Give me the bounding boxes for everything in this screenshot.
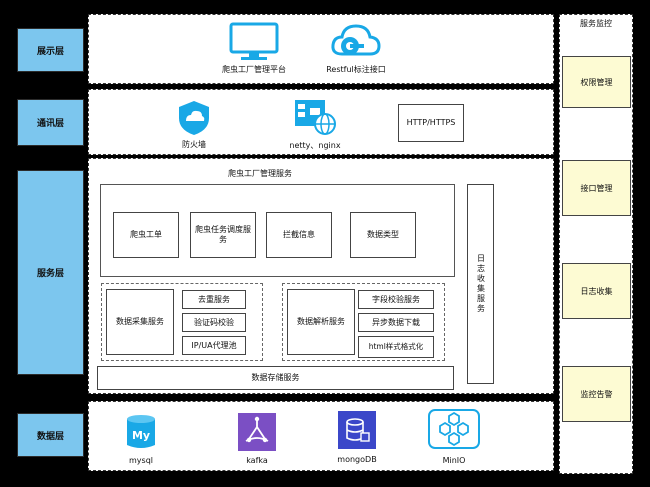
monitoring-alert-box: 监控告警 [562, 366, 631, 422]
cloud-api-icon [331, 24, 381, 56]
field-check-box: 字段校验服务 [358, 290, 434, 309]
network-globe-icon [295, 100, 336, 135]
firewall-shield-icon [179, 101, 209, 135]
data-storage-box: 数据存储服务 [97, 366, 454, 390]
restful-label: Restful标注接口 [326, 65, 386, 74]
monitor-title: 服务监控 [580, 19, 612, 28]
dedup-box: 去重服务 [182, 290, 246, 309]
mongodb-label: mongoDB [337, 455, 377, 464]
mysql-label: mysql [129, 456, 153, 465]
html-format-box: html样式格式化 [358, 336, 434, 358]
crawler-ticket-box: 爬虫工单 [113, 212, 179, 258]
minio-label: MinIO [442, 456, 466, 465]
http-box: HTTP/HTTPS [398, 104, 464, 142]
data-panel [88, 401, 554, 471]
task-scheduling-box: 爬虫任务调度服务 [190, 212, 256, 258]
management-service-title: 爬虫工厂管理服务 [228, 169, 292, 178]
crawler-platform-label: 爬虫工厂管理平台 [222, 65, 286, 74]
netty-label: netty、nginx [289, 141, 341, 150]
mongodb-icon [338, 411, 376, 449]
interface-management-box: 接口管理 [562, 160, 631, 216]
layer-service: 服务层 [17, 170, 84, 375]
permission-management-box: 权限管理 [562, 56, 631, 108]
svg-text:My: My [132, 429, 150, 442]
data-parsing-box: 数据解析服务 [287, 289, 355, 355]
log-collection-box: 日志收集 [562, 263, 631, 319]
data-collection-box: 数据采集服务 [106, 289, 174, 355]
data-type-box: 数据类型 [350, 212, 416, 258]
monitor-icon [229, 22, 279, 60]
proxy-pool-box: IP/UA代理池 [182, 336, 246, 355]
log-collection-service-box: 日志收集服务 [467, 184, 494, 384]
kafka-label: kafka [246, 456, 268, 465]
mysql-icon: My [127, 415, 155, 448]
presentation-panel [88, 14, 554, 84]
firewall-label: 防火墙 [182, 140, 206, 149]
minio-icon [428, 409, 480, 449]
captcha-box: 验证码校验 [182, 313, 246, 332]
async-download-box: 异步数据下载 [358, 313, 434, 332]
kafka-icon [238, 413, 276, 451]
layer-data: 数据层 [17, 413, 84, 457]
layer-communication: 通讯层 [17, 99, 84, 146]
layer-presentation: 展示层 [17, 28, 84, 72]
intercept-info-box: 拦截信息 [266, 212, 332, 258]
